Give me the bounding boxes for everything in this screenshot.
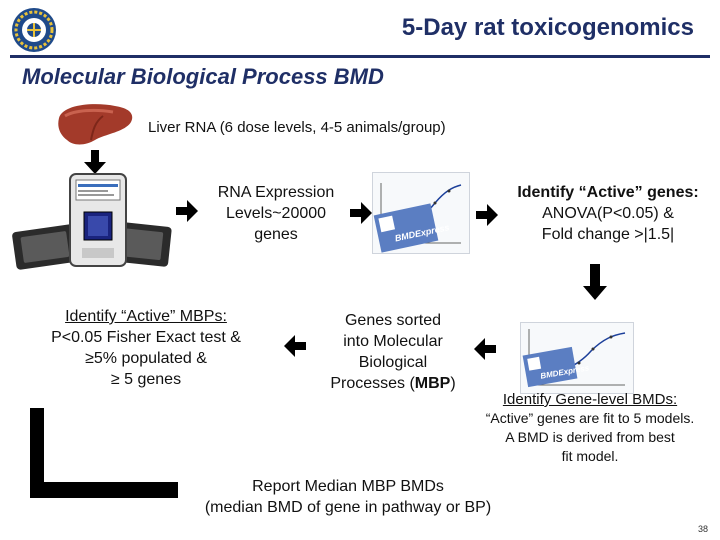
report-line: (median BMD of gene in pathway or BP) xyxy=(204,499,492,516)
rna-expression-line: genes xyxy=(254,226,298,243)
identify-active-genes-line: ANOVA(P<0.05) & xyxy=(542,205,674,222)
genes-sorted-line: into Molecular xyxy=(343,333,443,350)
identify-active-mbps-text: Identify “Active” MBPs: P<0.05 Fisher Ex… xyxy=(30,306,262,390)
page-subtitle: Molecular Biological Process BMD xyxy=(22,64,384,89)
microarray-chips-image xyxy=(12,173,172,270)
rna-expression-line: Levels~20000 xyxy=(225,205,327,222)
identify-active-mbps-line: ≥5% populated & xyxy=(85,350,207,367)
arrow-right-icon xyxy=(350,202,372,224)
mbp-abbreviation: MBP xyxy=(414,375,451,392)
arrow-down-icon xyxy=(84,150,106,174)
page-title: 5-Day rat toxicogenomics xyxy=(401,14,694,41)
genes-sorted-line: Processes (MBP) xyxy=(318,373,468,394)
genes-sorted-line: Biological xyxy=(358,354,428,371)
genes-sorted-prefix: Processes ( xyxy=(330,375,415,392)
rna-expression-line: RNA Expression xyxy=(217,184,335,201)
rna-expression-text: RNA Expression Levels~20000 genes xyxy=(198,182,354,245)
identify-active-genes-text: Identify “Active” genes: ANOVA(P<0.05) &… xyxy=(500,182,716,245)
report-text: Report Median MBP BMDs (median BMD of ge… xyxy=(180,476,516,518)
title-divider xyxy=(10,55,710,58)
bmdexpress-fit-screenshot: BMDExpress xyxy=(520,322,634,394)
arrow-left-icon xyxy=(474,338,496,360)
identify-active-mbps-line: ≥ 5 genes xyxy=(110,371,182,388)
gene-level-bmds-text: Identify Gene-level BMDs: “Active” genes… xyxy=(470,390,710,466)
genes-sorted-line: Genes sorted xyxy=(344,312,442,329)
bent-arrow-icon xyxy=(30,408,178,498)
bmdexpress-screenshot: BMDExpress xyxy=(372,172,470,254)
gene-level-bmds-line: A BMD is derived from best xyxy=(505,429,675,445)
identify-active-genes-heading: Identify “Active” genes: xyxy=(517,184,699,201)
report-line: Report Median MBP BMDs xyxy=(252,478,444,495)
genes-sorted-suffix: ) xyxy=(450,375,456,392)
arrow-down-icon xyxy=(583,264,607,300)
gene-level-bmds-line: “Active” genes are fit to 5 models. xyxy=(485,410,695,426)
identify-active-mbps-line: P<0.05 Fisher Exact test & xyxy=(51,329,241,346)
organization-logo xyxy=(12,8,56,52)
page-number: 38 xyxy=(697,524,708,534)
arrow-left-icon xyxy=(284,335,306,357)
gene-level-bmds-heading: Identify Gene-level BMDs: xyxy=(502,391,678,408)
arrow-right-icon xyxy=(176,200,198,222)
arrow-right-icon xyxy=(476,204,498,226)
gene-level-bmds-line: fit model. xyxy=(561,448,619,464)
identify-active-mbps-heading: Identify “Active” MBPs: xyxy=(65,308,227,325)
liver-image xyxy=(58,104,133,145)
identify-active-genes-line: Fold change >|1.5| xyxy=(541,226,675,243)
genes-sorted-text: Genes sorted into Molecular Biological P… xyxy=(318,310,468,394)
liver-rna-label: Liver RNA (6 dose levels, 4-5 animals/gr… xyxy=(148,119,446,136)
